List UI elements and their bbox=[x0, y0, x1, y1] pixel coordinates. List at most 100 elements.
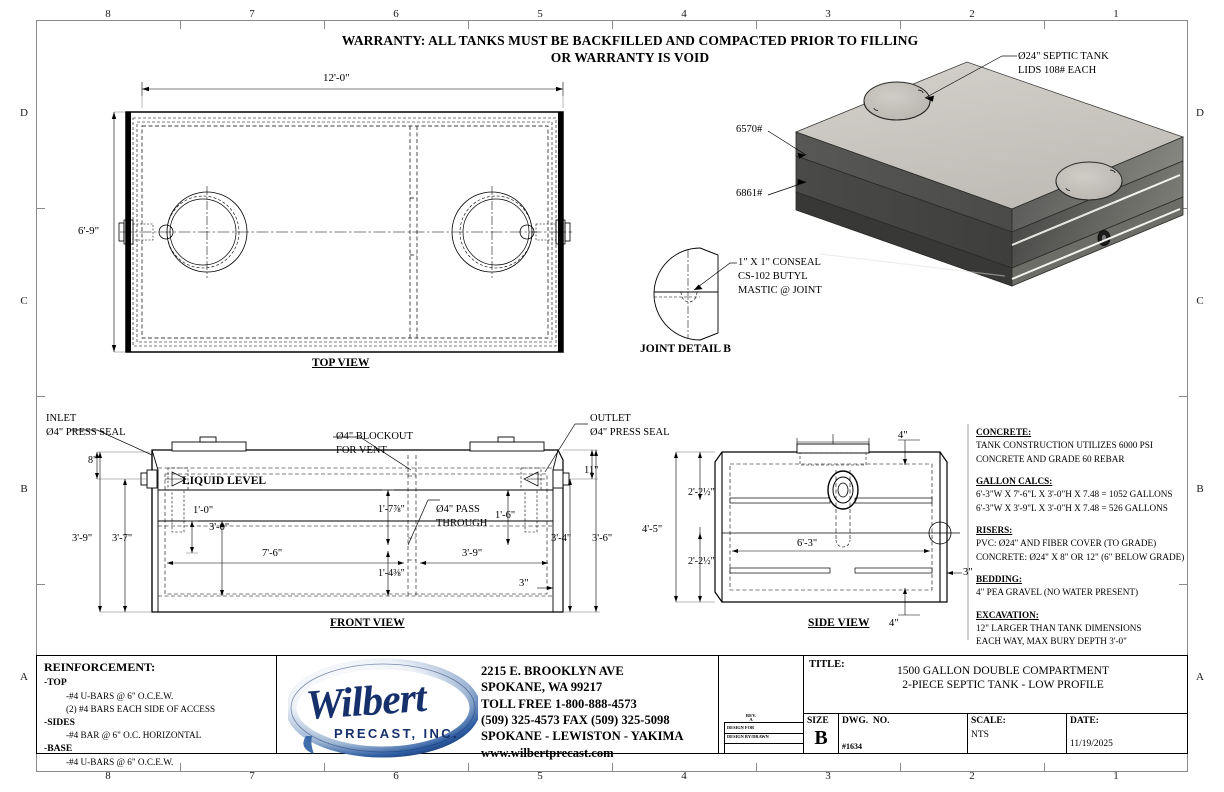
zone-top-5: 5 bbox=[537, 8, 543, 20]
zone-left-D: D bbox=[20, 107, 28, 119]
joint-detail-title: JOINT DETAIL B bbox=[640, 343, 731, 355]
zone-right-C: C bbox=[1196, 295, 1204, 307]
title-line-2: 2-PIECE SEPTIC TANK - LOW PROFILE bbox=[902, 679, 1104, 691]
tb-div-1 bbox=[276, 655, 278, 754]
reinforcement-title: REINFORCEMENT: bbox=[44, 660, 156, 674]
spec-heading-1: GALLON CALCS: bbox=[976, 476, 1053, 487]
spec-group-4: EXCAVATION: 12" LARGER THAN TANK DIMENSIO… bbox=[976, 609, 1176, 649]
spec-line-2-0: PVC: Ø24" AND FIBER COVER (TO GRADE) bbox=[976, 538, 1157, 549]
title-label: TITLE: bbox=[809, 659, 845, 670]
date-value: 11/19/2025 bbox=[1070, 739, 1113, 749]
spec-heading-2: RISERS: bbox=[976, 525, 1013, 536]
spec-group-3: BEDDING:4" PEA GRAVEL (NO WATER PRESENT) bbox=[976, 573, 1176, 600]
spec-line-0-1: CONCRETE AND GRADE 60 REBAR bbox=[976, 453, 1125, 464]
spec-group-2: RISERS: PVC: Ø24" AND FIBER COVER (TO GRA… bbox=[976, 524, 1184, 564]
rev-label: REV. bbox=[745, 713, 757, 718]
reinforcement-line-5: -BASE bbox=[44, 743, 73, 755]
front-outlet-callout: OUTLET Ø4" PRESS SEAL bbox=[590, 413, 670, 438]
iso-weight-bottom: 6861# bbox=[736, 188, 763, 199]
date-label: DATE: bbox=[1070, 716, 1099, 726]
topview-title: TOP VIEW bbox=[312, 357, 370, 369]
liquid-level-label: LIQUID LEVEL bbox=[182, 475, 267, 487]
company-logo: Wilbert PRECAST, INC. bbox=[285, 658, 481, 762]
logo-subtext: PRECAST, INC. bbox=[334, 726, 460, 741]
spec-line-1-0: 6'-3"W X 7'-6"L X 3'-0"H X 7.48 = 1052 G… bbox=[976, 489, 1173, 500]
frame-tick bbox=[756, 763, 757, 772]
front-dim-inner-left: 3'-7" bbox=[112, 533, 133, 544]
reinforcement-line-4: -#4 BAR @ 6" O.C. HORIZONTAL bbox=[66, 730, 202, 741]
size-value: B bbox=[814, 727, 828, 749]
frame-tick bbox=[324, 763, 325, 772]
spec-heading-4: EXCAVATION: bbox=[976, 609, 1039, 620]
zone-bottom-2: 2 bbox=[969, 770, 975, 782]
address-line-1: SPOKANE, WA 99217 bbox=[481, 680, 603, 695]
zone-top-6: 6 bbox=[393, 8, 399, 20]
front-inlet-callout: INLET Ø4" PRESS SEAL bbox=[46, 413, 126, 438]
joint-detail-callout: 1" X 1" CONSEAL CS-102 BUTYL MASTIC @ JO… bbox=[738, 257, 822, 296]
front-dim-right-inner: 3'-4" bbox=[551, 533, 572, 544]
spec-notes-panel: CONCRETE:TANK CONSTRUCTION UTILIZES 6000… bbox=[976, 426, 1184, 658]
frame-tick bbox=[324, 20, 325, 29]
front-dim-liquid-depth: 3'-0" bbox=[209, 522, 230, 533]
reinforcement-lines: -TOP-#4 U-BARS @ 6" O.C.E.W.(2) #4 BARS … bbox=[44, 676, 269, 769]
frame-tick bbox=[612, 20, 613, 29]
frame-tick bbox=[1179, 396, 1188, 397]
frame-tick bbox=[612, 763, 613, 772]
side-dim-inner-width: 6'-3" bbox=[797, 538, 818, 549]
frame-tick bbox=[1179, 208, 1188, 209]
iso-lids-callout: Ø24" SEPTIC TANK LIDS 108# EACH bbox=[1018, 51, 1109, 77]
zone-bottom-3: 3 bbox=[825, 770, 831, 782]
reinforcement-line-1: -#4 U-BARS @ 6" O.C.E.W. bbox=[66, 690, 174, 701]
frame-tick bbox=[900, 20, 901, 29]
reinforcement-line-0: -TOP bbox=[44, 677, 67, 688]
rev-div-left bbox=[724, 722, 725, 754]
frame-tick bbox=[468, 763, 469, 772]
design-by-label: DESIGN BY/DRAWN bbox=[727, 734, 769, 739]
zone-left-B: B bbox=[20, 483, 28, 495]
spec-line-4-0: 12" LARGER THAN TANK DIMENSIONS bbox=[976, 623, 1142, 634]
zone-right-A: A bbox=[1196, 671, 1204, 683]
frame-tick bbox=[36, 208, 45, 209]
address-line-3: (509) 325-4573 FAX (509) 325-5098 bbox=[481, 713, 670, 728]
sideview-title: SIDE VIEW bbox=[808, 617, 870, 629]
spec-line-3-0: 4" PEA GRAVEL (NO WATER PRESENT) bbox=[976, 587, 1139, 598]
rev-div-mid2 bbox=[724, 743, 803, 744]
reinforcement-line-6: -#4 U-BARS @ 6" O.C.E.W. bbox=[66, 757, 174, 768]
scale-label: SCALE: bbox=[971, 716, 1006, 726]
design-for-label: DESIGN FOR bbox=[727, 725, 755, 730]
frame-tick bbox=[180, 20, 181, 29]
address-line-4: SPOKANE - LEWISTON - YAKIMA bbox=[481, 729, 684, 744]
zone-top-2: 2 bbox=[969, 8, 975, 20]
spec-group-1: GALLON CALCS: 6'-3"W X 7'-6"L X 3'-0"H X … bbox=[976, 475, 1176, 515]
spec-group-0: CONCRETE:TANK CONSTRUCTION UTILIZES 6000… bbox=[976, 426, 1176, 466]
side-dim-wall-top: 4" bbox=[898, 430, 908, 441]
front-dim-right-drop: 11" bbox=[584, 465, 599, 476]
spec-heading-0: CONCRETE: bbox=[976, 427, 1032, 437]
spec-line-4-1: EACH WAY, MAX BURY DEPTH 3'-0" bbox=[976, 636, 1127, 647]
zone-top-3: 3 bbox=[825, 8, 831, 20]
zone-right-D: D bbox=[1196, 107, 1204, 119]
zone-top-4: 4 bbox=[681, 8, 687, 20]
zone-bottom-8: 8 bbox=[105, 770, 111, 782]
front-dim-8in: 8" bbox=[88, 455, 98, 466]
topview-dim-length: 12'-0" bbox=[323, 72, 350, 84]
dwg-label: DWG. NO. bbox=[842, 716, 890, 726]
iso-weight-top: 6570# bbox=[736, 124, 763, 135]
side-dim-overall-height: 4'-5" bbox=[642, 524, 663, 535]
frame-tick bbox=[1044, 20, 1045, 29]
zone-bottom-1: 1 bbox=[1113, 770, 1119, 782]
address-line-2: TOLL FREE 1-800-888-4573 bbox=[481, 696, 637, 711]
spec-line-1-1: 6'-3"W X 3'-9"L X 3'-0"H X 7.48 = 526 GA… bbox=[976, 502, 1168, 513]
tb-div-6 bbox=[967, 713, 969, 754]
zone-bottom-7: 7 bbox=[249, 770, 255, 782]
front-dim-vent-lower: 1'-4⅜" bbox=[378, 568, 405, 579]
rev-div-mid1 bbox=[724, 733, 803, 734]
tb-div-2 bbox=[718, 655, 720, 754]
zone-bottom-4: 4 bbox=[681, 770, 687, 782]
frame-tick bbox=[36, 396, 45, 397]
scale-value: NTS bbox=[971, 730, 989, 740]
logo-wordmark: Wilbert bbox=[304, 674, 428, 730]
front-blockout-callout: Ø4" BLOCKOUT FOR VENT bbox=[336, 431, 413, 456]
side-dim-upper-band: 2'-2½" bbox=[688, 487, 715, 498]
